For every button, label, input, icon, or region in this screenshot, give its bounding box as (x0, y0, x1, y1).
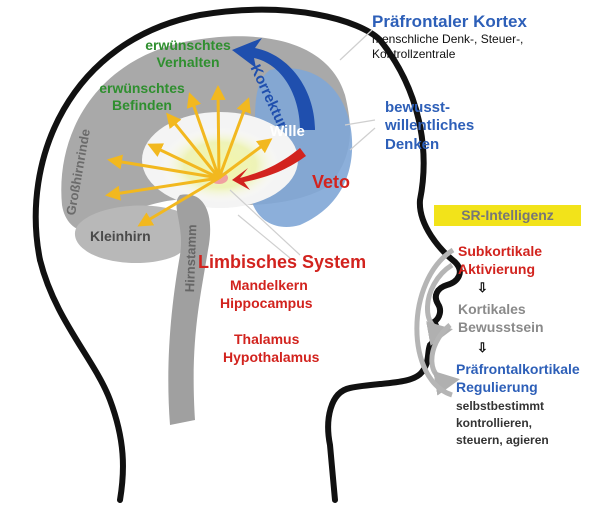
praefrontal-desc-2: Kontrollzentrale (372, 48, 455, 62)
wille-label: Wille (270, 123, 305, 140)
bewusst-label-3: Denken (385, 136, 439, 153)
sr-step2-line1: Kortikales (458, 301, 526, 317)
sr-step2-line2: Bewusstsein (458, 319, 544, 335)
sr-arrow-2: ⇩ (477, 341, 488, 356)
sr-step1-line1: Subkortikale (458, 243, 542, 259)
erwuenscht-verhalten-1: erwünschtes (138, 37, 238, 53)
praefrontaler-kortex-label: Präfrontaler Kortex (372, 12, 527, 32)
sr-step3-desc-3: steuern, agieren (456, 434, 549, 448)
limbisches-system-label: Limbisches System (198, 252, 366, 273)
erwuenscht-verhalten-2: Verhalten (138, 54, 238, 70)
erwuenscht-befinden-1: erwünschtes (92, 80, 192, 96)
veto-label: Veto (312, 172, 350, 193)
bewusst-label-1: bewusst- (385, 99, 450, 116)
mandelkern-label: Mandelkern (230, 277, 308, 293)
hypothalamus-label: Hypothalamus (223, 349, 319, 365)
hippocampus-label: Hippocampus (220, 295, 313, 311)
sr-step3-desc-2: kontrollieren, (456, 417, 532, 431)
thalamus-label: Thalamus (234, 331, 299, 347)
praefrontal-desc-1: menschliche Denk-, Steuer-, (372, 33, 523, 47)
erwuenscht-befinden-2: Befinden (92, 97, 192, 113)
sr-step3-desc-1: selbstbestimmt (456, 400, 544, 414)
sr-intelligenz-badge: SR-Intelligenz (434, 205, 581, 226)
sr-arrow-1: ⇩ (477, 281, 488, 296)
kleinhirn-label: Kleinhirn (90, 228, 151, 244)
sr-step3-line2: Regulierung (456, 379, 538, 395)
neck-outline (40, 260, 123, 500)
sr-step3-line1: Präfrontalkortikale (456, 361, 580, 377)
bewusst-label-2: willentliches (385, 117, 474, 134)
sr-step1-line2: Aktivierung (458, 261, 535, 277)
